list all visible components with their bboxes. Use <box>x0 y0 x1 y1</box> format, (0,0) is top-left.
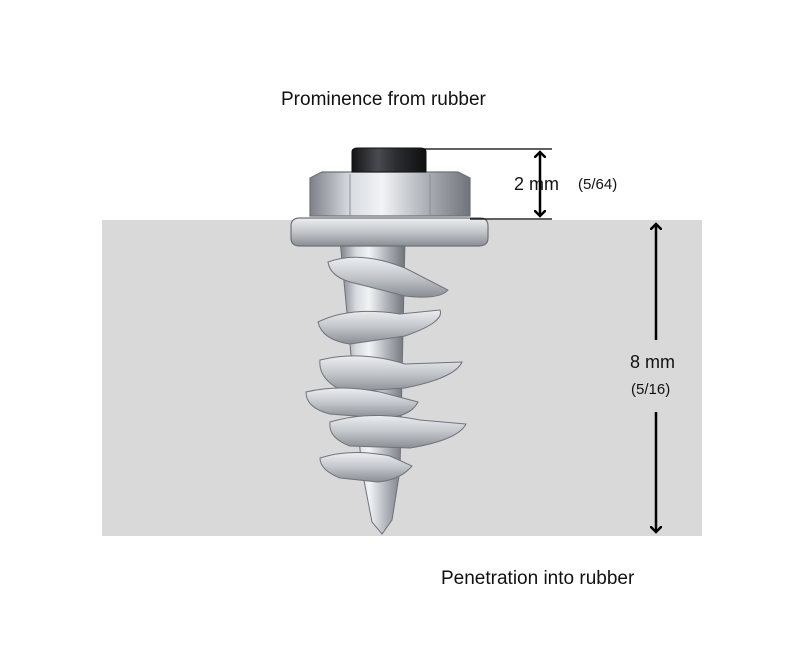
ice-stud-screw-icon <box>290 147 489 535</box>
prominence-title: Prominence from rubber <box>281 89 486 110</box>
penetration-title: Penetration into rubber <box>441 568 635 589</box>
prominence-fraction: (5/64) <box>578 176 618 193</box>
penetration-fraction: (5/16) <box>631 381 671 398</box>
prominence-dimension <box>424 148 552 220</box>
penetration-value: 8 mm <box>630 352 675 372</box>
prominence-value: 2 mm <box>514 174 559 194</box>
